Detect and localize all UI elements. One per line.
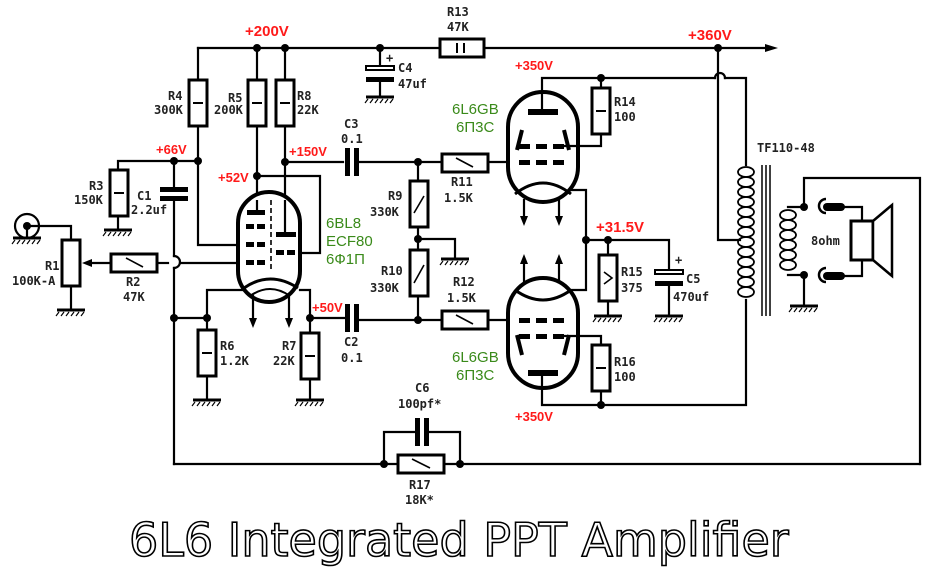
voltage-350v-top: +350V: [515, 58, 553, 73]
c4-name: C4: [398, 61, 412, 75]
r6-value: 1.2K: [220, 354, 250, 368]
r7-name: R7: [282, 339, 296, 353]
voltage-360v: +360V: [688, 27, 732, 44]
r11-value: 1.5K: [444, 191, 474, 205]
r10-value: 330K: [370, 281, 400, 295]
resistor-r11: R11 1.5K: [440, 152, 490, 205]
r14-name: R14: [614, 95, 636, 109]
r13-name: R13: [447, 5, 469, 19]
c5-value: 470uf: [673, 290, 709, 304]
r11-name: R11: [451, 175, 473, 189]
driver-tube-label-1: 6BL8: [326, 215, 361, 232]
resistor-r16: R16 100: [590, 343, 636, 393]
resistor-r12: R12 1.5K: [440, 275, 490, 331]
r10-name: R10: [381, 264, 403, 278]
c3-value: 0.1: [341, 132, 363, 146]
voltage-150v: +150V: [289, 144, 327, 159]
resistor-r17: R17 18K*: [382, 453, 462, 507]
speaker-impedance: 8ohm: [811, 234, 840, 248]
r5-value: 200K: [214, 103, 244, 117]
transformer-name: TF110-48: [757, 141, 815, 155]
r8-value: 22K: [297, 103, 319, 117]
r8-name: R8: [297, 89, 311, 103]
capacitor-c2: C2 0.1: [341, 304, 363, 365]
driver-tube: [236, 190, 302, 304]
r7-value: 22K: [273, 354, 295, 368]
resistor-r13: R13 47K: [438, 5, 486, 59]
r17-value: 18K*: [405, 493, 434, 507]
r15-name: R15: [621, 265, 643, 279]
r9-value: 330K: [370, 205, 400, 219]
voltage-66v: +66V: [156, 142, 187, 157]
output-tube-bottom: [506, 276, 580, 390]
output-tube-bottom-label-1: 6L6GB: [452, 349, 499, 366]
r4-value: 300K: [154, 103, 184, 117]
voltage-31-5v: +31.5V: [596, 219, 644, 236]
r3-name: R3: [89, 179, 103, 193]
capacitor-c6: C6 100pf*: [382, 381, 462, 466]
c1-value: 2.2uf: [131, 203, 167, 217]
voltage-350v-bottom: +350V: [515, 409, 553, 424]
c4-value: 47uf: [398, 77, 427, 91]
output-transformer: TF110-48: [716, 46, 815, 316]
output-tube-top-label-1: 6L6GB: [452, 101, 499, 118]
svg-text:+: +: [675, 253, 682, 267]
r9-name: R9: [388, 189, 402, 203]
resistor-r10: R10 330K: [370, 248, 430, 298]
r14-value: 100: [614, 110, 636, 124]
resistor-r14: R14 100: [590, 86, 636, 136]
resistor-r6: R6 1.2K: [196, 328, 250, 378]
voltage-50v: +50V: [312, 300, 343, 315]
r5-name: R5: [228, 91, 242, 105]
resistor-r4: R4 300K: [154, 78, 209, 128]
r1-name: R1: [45, 259, 59, 273]
c2-value: 0.1: [341, 351, 363, 365]
r15-value: 375: [621, 281, 643, 295]
resistor-r9: R9 330K: [370, 179, 430, 229]
r16-value: 100: [614, 370, 636, 384]
r17-name: R17: [409, 478, 431, 492]
c3-name: C3: [344, 117, 358, 131]
r12-name: R12: [453, 275, 475, 289]
capacitor-c5: + C5 470uf: [654, 253, 709, 304]
output-tube-bottom-label-2: 6П3С: [456, 367, 494, 384]
c5-name: C5: [686, 272, 700, 286]
driver-tube-label-2: ECF80: [326, 233, 373, 250]
r2-name: R2: [126, 275, 140, 289]
r2-value: 47K: [123, 290, 145, 304]
capacitor-c3: C3 0.1: [341, 117, 363, 176]
resistor-r15: R15 375: [597, 253, 643, 303]
speaker-output: 8ohm: [786, 176, 922, 466]
r3-value: 150K: [74, 193, 104, 207]
c6-name: C6: [415, 381, 429, 395]
r6-name: R6: [220, 339, 234, 353]
driver-tube-label-3: 6Ф1П: [326, 251, 365, 268]
resistor-r5: R5 200K: [214, 78, 268, 128]
resistor-r7: R7 22K: [273, 331, 321, 381]
r16-name: R16: [614, 355, 636, 369]
r13-value: 47K: [447, 20, 469, 34]
voltage-52v: +52V: [218, 170, 249, 185]
resistor-r8: R8 22K: [274, 78, 319, 128]
c2-name: C2: [344, 335, 358, 349]
r12-value: 1.5K: [447, 291, 477, 305]
capacitor-c1: C1 2.2uf: [131, 187, 188, 217]
potentiometer-r1: R1 100K-A: [12, 238, 92, 288]
output-tube-top-label-2: 6П3С: [456, 119, 494, 136]
c6-value: 100pf*: [398, 397, 441, 411]
r1-value: 100K-A: [12, 274, 56, 288]
schematic-title: 6L6 Integrated PPT Amplifier: [129, 513, 789, 567]
capacitor-c4: + C4 47uf: [363, 46, 427, 105]
c1-name: C1: [137, 189, 151, 203]
resistor-r2: R2 47K: [109, 252, 159, 304]
resistor-r3: R3 150K: [74, 168, 130, 218]
voltage-200v: +200V: [245, 23, 289, 40]
svg-text:+: +: [386, 51, 393, 65]
input-jack: [10, 212, 43, 246]
r4-name: R4: [168, 89, 182, 103]
